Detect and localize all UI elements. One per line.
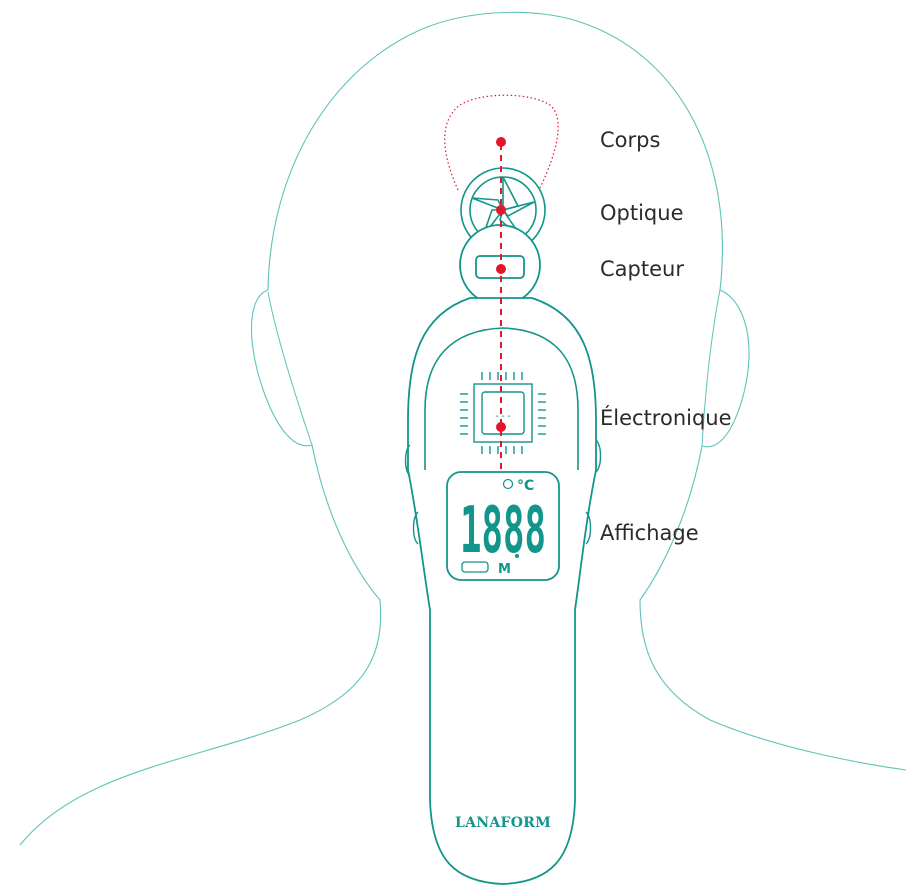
label-display: Affichage <box>600 521 699 545</box>
ear-right <box>701 289 721 447</box>
display-unit: °C <box>517 478 534 494</box>
display-screen <box>446 471 560 581</box>
side-button-left <box>404 444 419 545</box>
label-body: Corps <box>600 128 660 152</box>
thermometer-body <box>407 297 597 885</box>
brand-logo: LANAFORM <box>455 815 551 831</box>
head-silhouette-left <box>19 289 382 846</box>
body-inner-arch <box>424 327 579 470</box>
label-optics: Optique <box>600 201 684 225</box>
display-reading: 1888 <box>460 494 546 568</box>
label-sensor: Capteur <box>600 257 684 281</box>
decimal-point <box>515 554 519 558</box>
label-electronics: Électronique <box>600 405 732 430</box>
side-button-right <box>585 439 602 545</box>
marker-electronics <box>496 422 506 432</box>
electronics-chip <box>460 372 546 454</box>
marker-body <box>496 137 506 147</box>
ambient-mode-icon <box>502 478 514 490</box>
chip-text: --- <box>494 411 512 422</box>
marker-sensor <box>496 264 506 274</box>
head-silhouette <box>267 11 906 771</box>
ear-left <box>267 291 313 446</box>
marker-optics <box>496 205 506 215</box>
display-mode: M <box>498 562 511 577</box>
battery-icon <box>461 561 489 573</box>
